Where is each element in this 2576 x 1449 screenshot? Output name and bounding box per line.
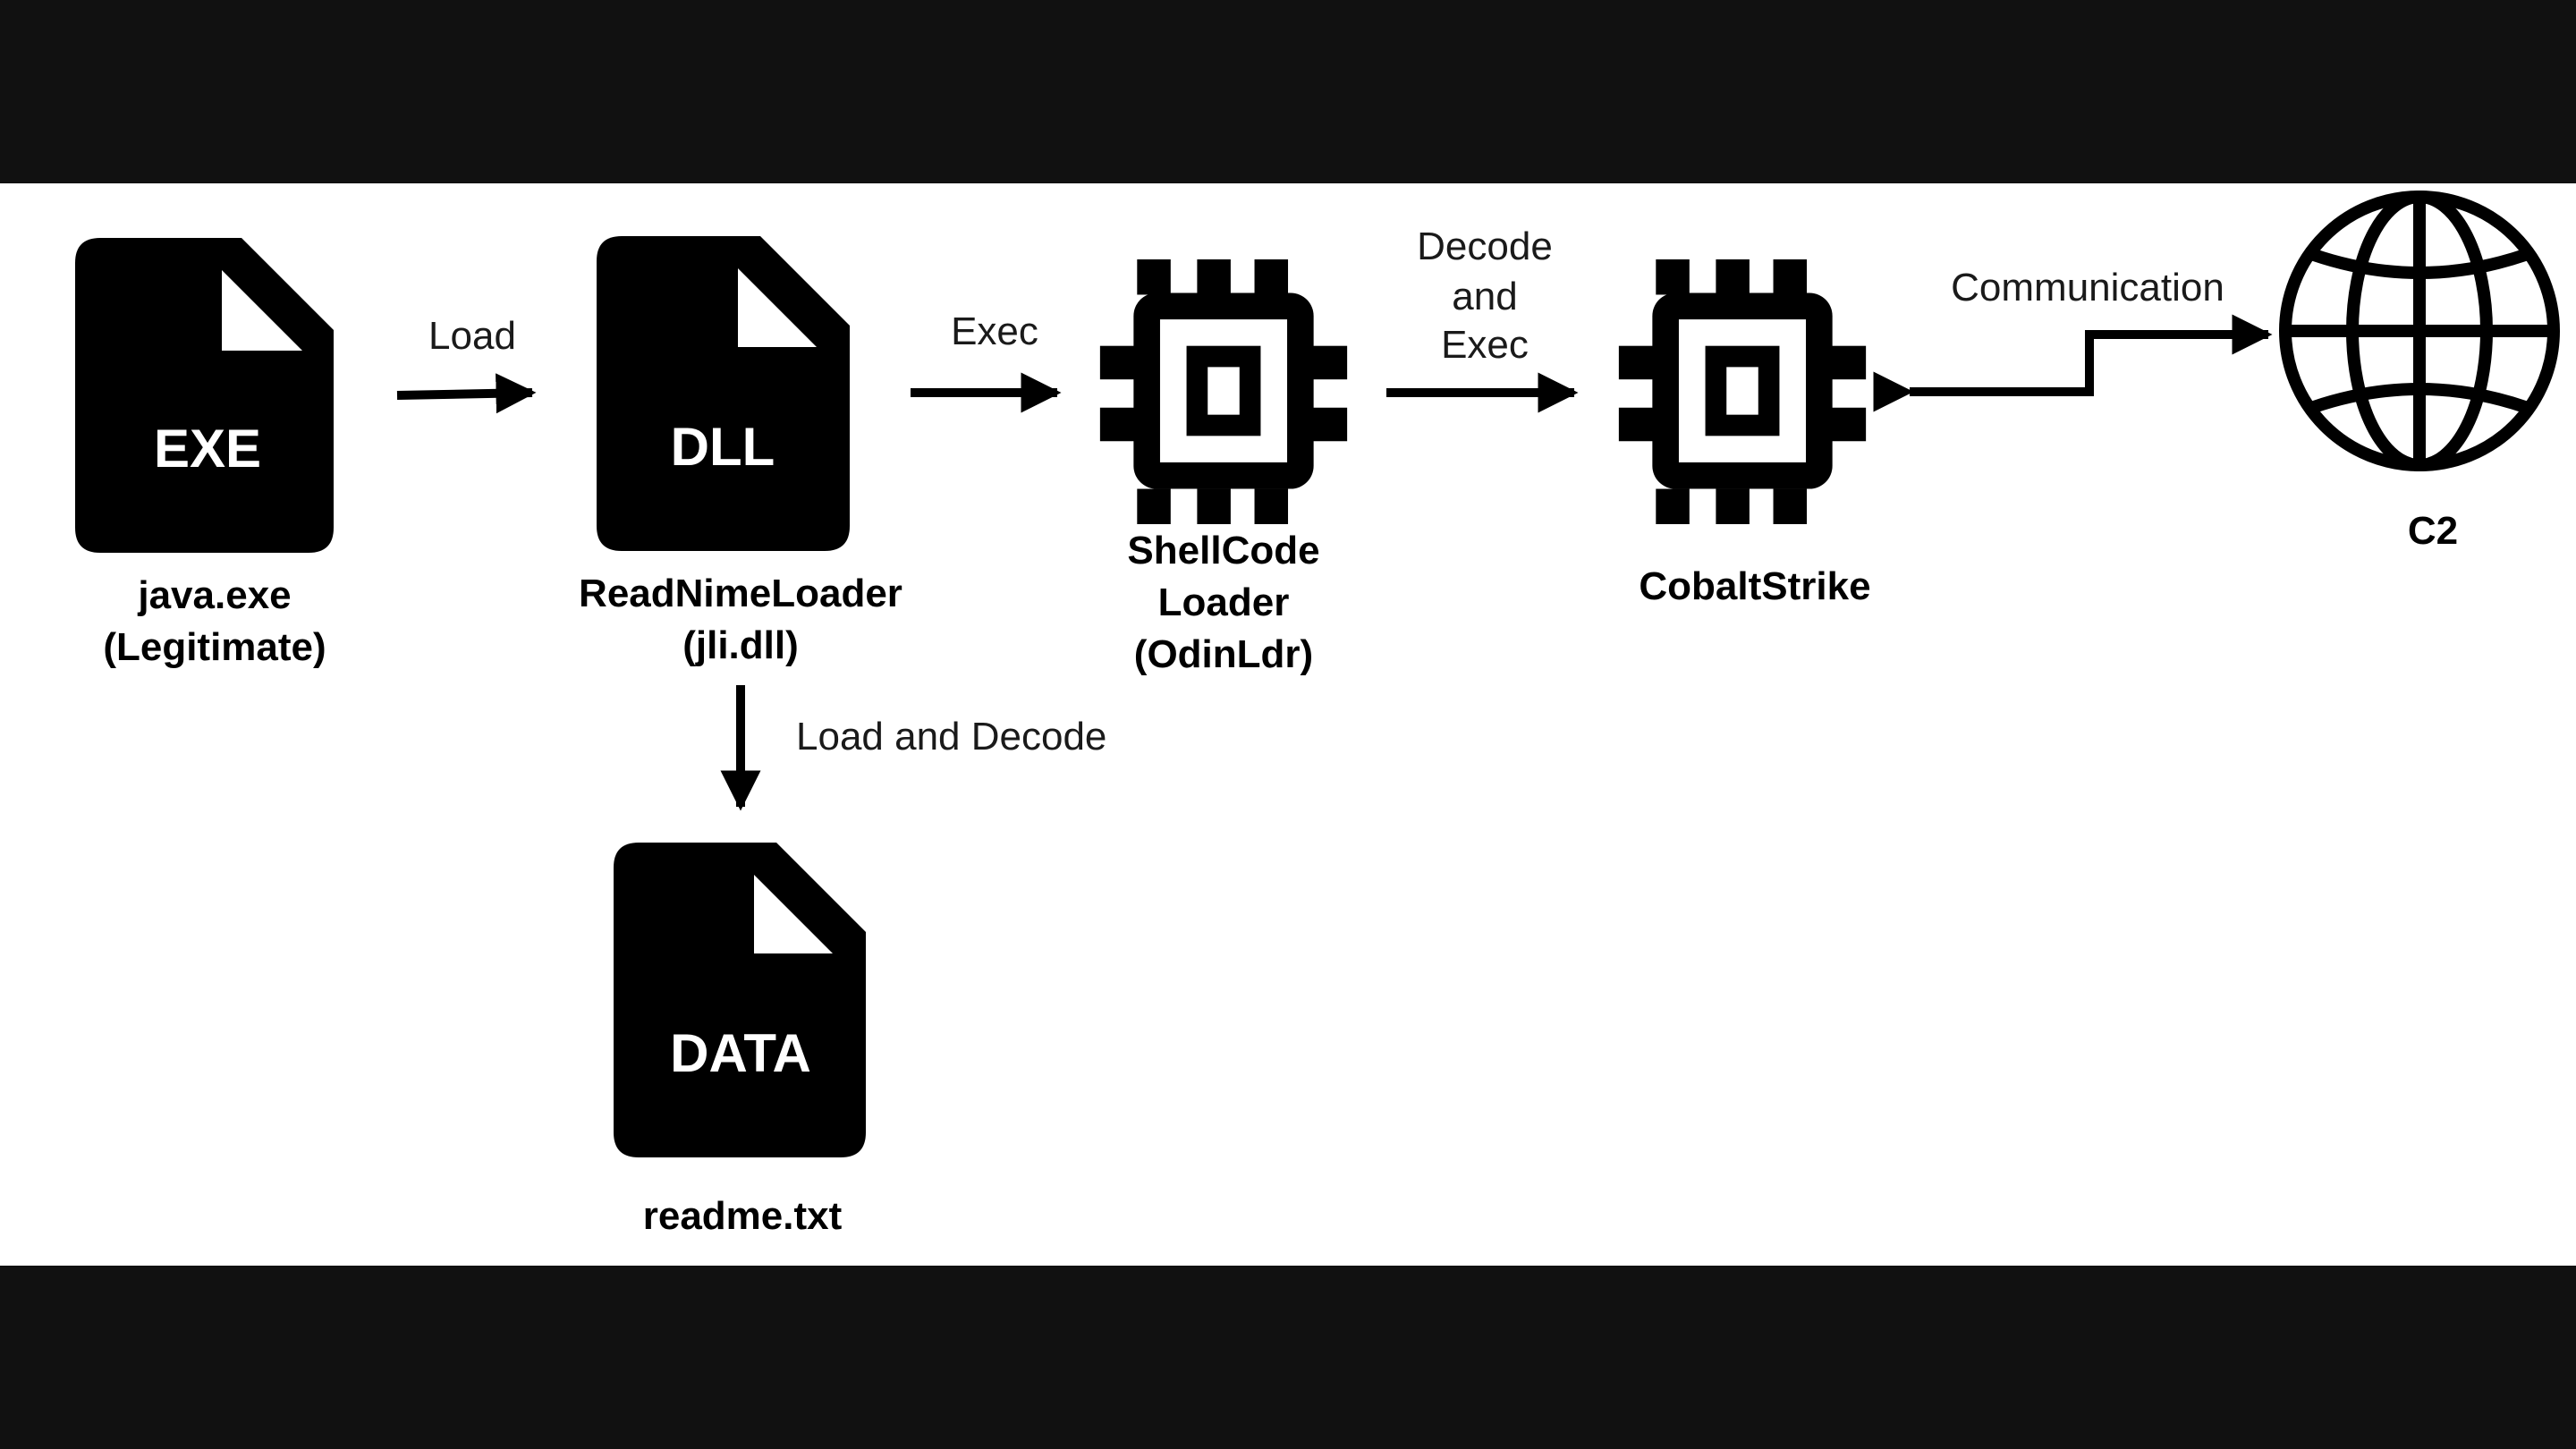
globe-icon (2279, 191, 2560, 471)
dll-file-icon: DLL (597, 236, 850, 551)
edge-exec2-label: Exec (1441, 323, 1529, 367)
exe-file-icon: EXE (75, 238, 334, 553)
edge-communication: Communication (1873, 266, 2273, 412)
edge-load-and-decode-label: Load and Decode (796, 715, 1106, 758)
edge-and-label: and (1452, 275, 1517, 318)
readme-txt-label: readme.txt (643, 1194, 843, 1238)
edge-load-and-decode: Load and Decode (720, 685, 1106, 811)
data-icon-text: DATA (670, 1023, 811, 1083)
edge-exec-label: Exec (951, 309, 1038, 353)
node-c2: C2 (2279, 191, 2560, 553)
node-cobaltstrike: CobaltStrike (1618, 259, 1871, 608)
shellcode-loader-sublabel: (OdinLdr) (1134, 632, 1313, 676)
cobaltstrike-label: CobaltStrike (1639, 564, 1870, 608)
edge-load-label: Load (428, 314, 516, 358)
node-shellcode-loader: ShellCode Loader (OdinLdr) (1099, 259, 1348, 676)
edge-decode-and-exec: Decode and Exec (1386, 225, 1579, 413)
edge-communication-label: Communication (1951, 266, 2224, 309)
node-readnime-loader: DLL ReadNimeLoader (jli.dll) (579, 236, 902, 667)
data-file-icon: DATA (614, 843, 866, 1157)
edge-decode-label: Decode (1417, 225, 1553, 268)
edge-exec: Exec (911, 309, 1062, 413)
exe-icon-text: EXE (154, 419, 261, 479)
node-readme-txt: DATA readme.txt (614, 843, 866, 1238)
readnime-loader-label: ReadNimeLoader (579, 572, 902, 615)
java-exe-sublabel: (Legitimate) (103, 625, 326, 669)
c2-label: C2 (2408, 509, 2458, 553)
node-java-exe: EXE java.exe (Legitimate) (75, 238, 334, 669)
dll-icon-text: DLL (671, 417, 775, 477)
edge-load: Load (396, 314, 537, 414)
shellcode-loader-label: ShellCode (1127, 529, 1319, 572)
shellcode-loader-label-line2: Loader (1158, 580, 1290, 624)
java-exe-label: java.exe (137, 573, 291, 617)
readnime-loader-sublabel: (jli.dll) (682, 623, 799, 667)
